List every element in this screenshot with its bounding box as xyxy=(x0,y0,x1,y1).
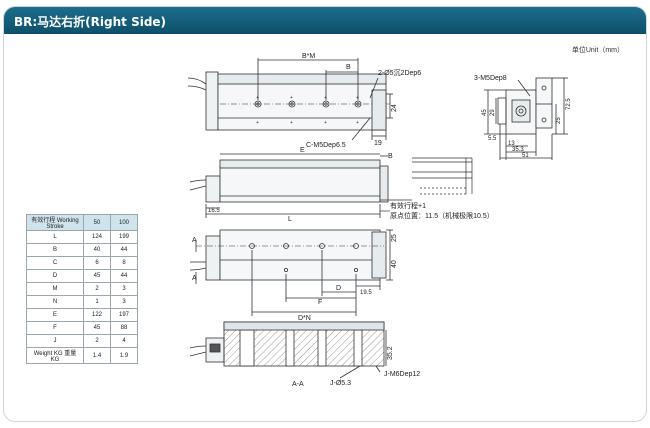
row-value-100: 3 xyxy=(110,282,138,296)
spec-table-header: 有效行程 Working Stroke 50 100 xyxy=(26,214,138,231)
origin-note: 原点位置：11.5（机械极限10.5） xyxy=(390,211,494,220)
dim-24: 24 xyxy=(391,104,398,112)
header-stroke-100: 100 xyxy=(110,214,138,231)
side-dim-45: 45 xyxy=(482,109,488,116)
side-dim-29: 29 xyxy=(490,109,496,116)
dim-40: 40 xyxy=(391,260,398,268)
header-label: 有效行程 Working Stroke xyxy=(26,214,84,231)
row-value-50: 40 xyxy=(83,243,111,257)
unit-label: 单位Unit（mm） xyxy=(571,47,624,54)
row-value-50: 1 xyxy=(83,295,111,309)
dim-l: L xyxy=(288,216,292,223)
dim-b2: B xyxy=(388,153,393,160)
row-label: J xyxy=(26,334,84,348)
row-value-100: 44 xyxy=(110,243,138,257)
svg-text:+: + xyxy=(290,120,293,126)
row-value-100: 88 xyxy=(110,321,138,335)
side-dim-13: 13 xyxy=(508,141,515,147)
svg-text:+: + xyxy=(324,95,327,101)
row-label: Weight KG 重量 KG xyxy=(26,347,84,364)
side-dim-25: 25 xyxy=(556,117,562,124)
jm-spec-label: J-M6Dep12 xyxy=(384,371,420,378)
side-dim-72-5: 72.5 xyxy=(566,98,572,110)
row-value-50: 122 xyxy=(83,308,111,322)
row-value-100: 4 xyxy=(110,334,138,348)
row-value-50: 45 xyxy=(83,269,111,283)
end-view xyxy=(484,77,568,160)
side-dim-5-5: 5.5 xyxy=(488,136,497,142)
dim-35-2: 35.2 xyxy=(387,346,394,360)
side-dim-35-3: 35.3 xyxy=(512,147,524,153)
row-value-100: 197 xyxy=(110,308,138,322)
dim-e: E xyxy=(300,147,305,154)
dim-25: 25 xyxy=(391,234,398,242)
dim-19: 19 xyxy=(374,140,382,147)
row-value-50: 2 xyxy=(83,334,111,348)
row-value-50: 2 xyxy=(83,282,111,296)
section-mark-a1: A xyxy=(192,237,197,244)
row-value-100: 44 xyxy=(110,269,138,283)
bottom-view xyxy=(189,229,393,316)
dim-b: B xyxy=(346,64,351,71)
dim-bm: B*M xyxy=(302,53,315,60)
c-spec-label: C-M5Dep6.5 xyxy=(306,142,346,149)
row-value-100: 3 xyxy=(110,295,138,309)
row-label: B xyxy=(26,243,84,257)
j-spec-label: J-Ø5.3 xyxy=(330,380,351,387)
row-label: E xyxy=(26,308,84,322)
row-label: M xyxy=(26,282,84,296)
row-label: F xyxy=(26,321,84,335)
header-bar: BR:马达右折(Right Side) xyxy=(4,7,646,34)
row-value-100: 8 xyxy=(110,256,138,270)
row-value-100: 1.9 xyxy=(110,347,138,364)
row-value-50: 124 xyxy=(83,230,111,244)
side-dim-51: 51 xyxy=(522,153,529,159)
stroke-note: 有效行程+1 xyxy=(390,201,426,210)
row-label: C xyxy=(26,256,84,270)
row-value-100: 199 xyxy=(110,230,138,244)
dim-dn: D*N xyxy=(298,315,311,322)
svg-text:+: + xyxy=(290,95,293,101)
hole-spec-label: 2-Ø5沉2Dep6 xyxy=(378,69,421,77)
row-label: L xyxy=(26,230,84,244)
section-mark-a2: A xyxy=(192,275,197,282)
row-value-50: 1.4 xyxy=(83,347,111,364)
page-title: BR:马达右折(Right Side) xyxy=(14,15,167,29)
svg-text:+: + xyxy=(356,95,359,101)
side-view xyxy=(189,153,389,218)
top-view: + + + + + + + + xyxy=(187,58,393,141)
dim-d: D xyxy=(336,285,341,292)
svg-text:+: + xyxy=(256,95,259,101)
row-label: N xyxy=(26,295,84,309)
m5-spec-label: 3-M5Dep8 xyxy=(474,75,507,82)
row-label: D xyxy=(26,269,84,283)
svg-text:+: + xyxy=(356,120,359,126)
section-label: A-A xyxy=(292,381,304,388)
svg-text:+: + xyxy=(324,120,327,126)
svg-text:+: + xyxy=(256,120,259,126)
row-value-50: 45 xyxy=(83,321,111,335)
stroke-detail xyxy=(380,157,473,212)
dim-16-5: 16.5 xyxy=(208,208,220,214)
header-stroke-50: 50 xyxy=(83,214,111,231)
dim-19-5: 19.5 xyxy=(360,290,372,296)
dim-f: F xyxy=(318,299,322,306)
row-value-50: 6 xyxy=(83,256,111,270)
section-view xyxy=(189,321,387,379)
